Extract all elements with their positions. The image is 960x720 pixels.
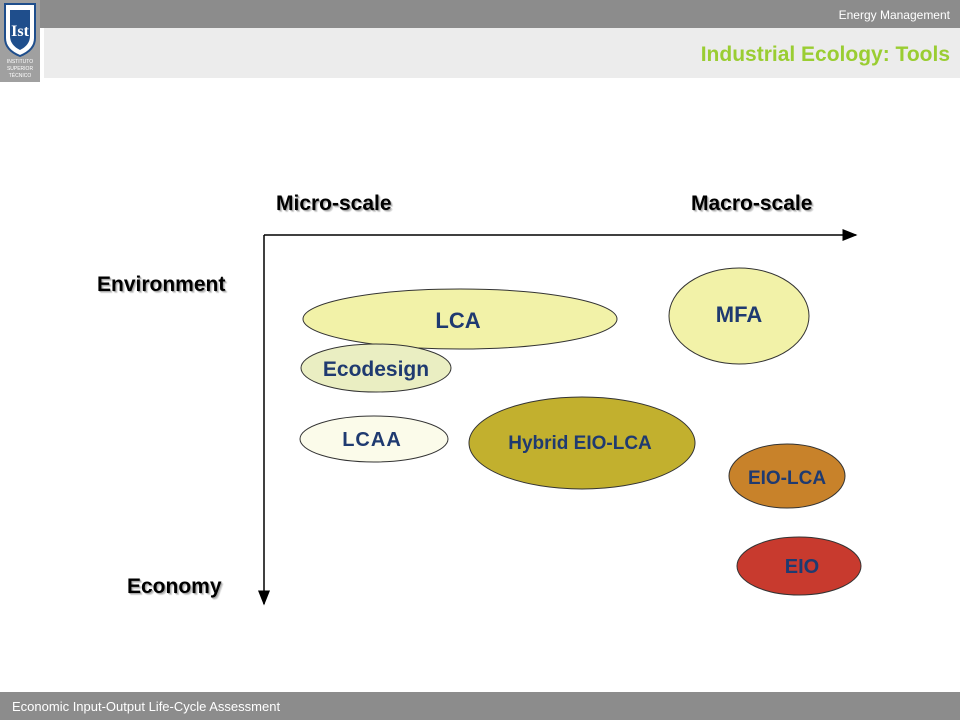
slide-title: Industrial Ecology: Tools bbox=[700, 43, 950, 66]
header-band: Industrial Ecology: Tools bbox=[44, 28, 960, 78]
tool-lca: LCA bbox=[302, 288, 618, 350]
ecodesign-ellipse bbox=[300, 343, 452, 393]
ecodesign-label: Ecodesign bbox=[323, 358, 429, 381]
y-axis-label-economy: Economy bbox=[127, 575, 222, 598]
tool-eio: EIO bbox=[736, 536, 862, 596]
logo-line-1: INSTITUTO bbox=[7, 59, 33, 65]
logo-line-3: TÉCNICO bbox=[9, 72, 32, 79]
ist-logo: Ist INSTITUTO SUPERIOR TÉCNICO bbox=[0, 0, 40, 82]
course-title: Energy Management bbox=[838, 8, 950, 22]
tool-hybrid-eio-lca: Hybrid EIO-LCA bbox=[468, 396, 696, 490]
mfa-ellipse bbox=[668, 267, 810, 365]
footer-bar: Economic Input-Output Life-Cycle Assessm… bbox=[0, 692, 960, 720]
y-axis-label-environment: Environment bbox=[97, 273, 226, 296]
tool-eio-lca: EIO-LCA bbox=[728, 443, 846, 509]
lca-ellipse bbox=[302, 288, 618, 350]
top-bar: Energy Management bbox=[0, 0, 960, 28]
x-axis-label-macro: Macro-scale bbox=[691, 192, 813, 215]
logo-line-2: SUPERIOR bbox=[7, 66, 34, 72]
hybrid-ellipse bbox=[468, 396, 696, 490]
mfa-label: MFA bbox=[716, 302, 763, 327]
hybrid-label: Hybrid EIO-LCA bbox=[508, 433, 652, 454]
footer-text: Economic Input-Output Life-Cycle Assessm… bbox=[12, 699, 281, 714]
lcaa-label: LCAA bbox=[342, 429, 402, 451]
tool-ecodesign: Ecodesign bbox=[300, 343, 452, 393]
svg-text:Ist: Ist bbox=[11, 23, 29, 40]
tool-lcaa: LCAA bbox=[299, 415, 449, 463]
eio-label: EIO bbox=[785, 556, 819, 578]
logo-graphic: Ist INSTITUTO SUPERIOR TÉCNICO bbox=[4, 3, 36, 79]
eio-lca-label: EIO-LCA bbox=[748, 468, 826, 489]
lca-label: LCA bbox=[435, 308, 480, 333]
x-axis-label-micro: Micro-scale bbox=[276, 192, 392, 215]
eio-lca-ellipse bbox=[728, 443, 846, 509]
eio-ellipse bbox=[736, 536, 862, 596]
tool-mfa: MFA bbox=[668, 267, 810, 365]
lcaa-ellipse bbox=[299, 415, 449, 463]
